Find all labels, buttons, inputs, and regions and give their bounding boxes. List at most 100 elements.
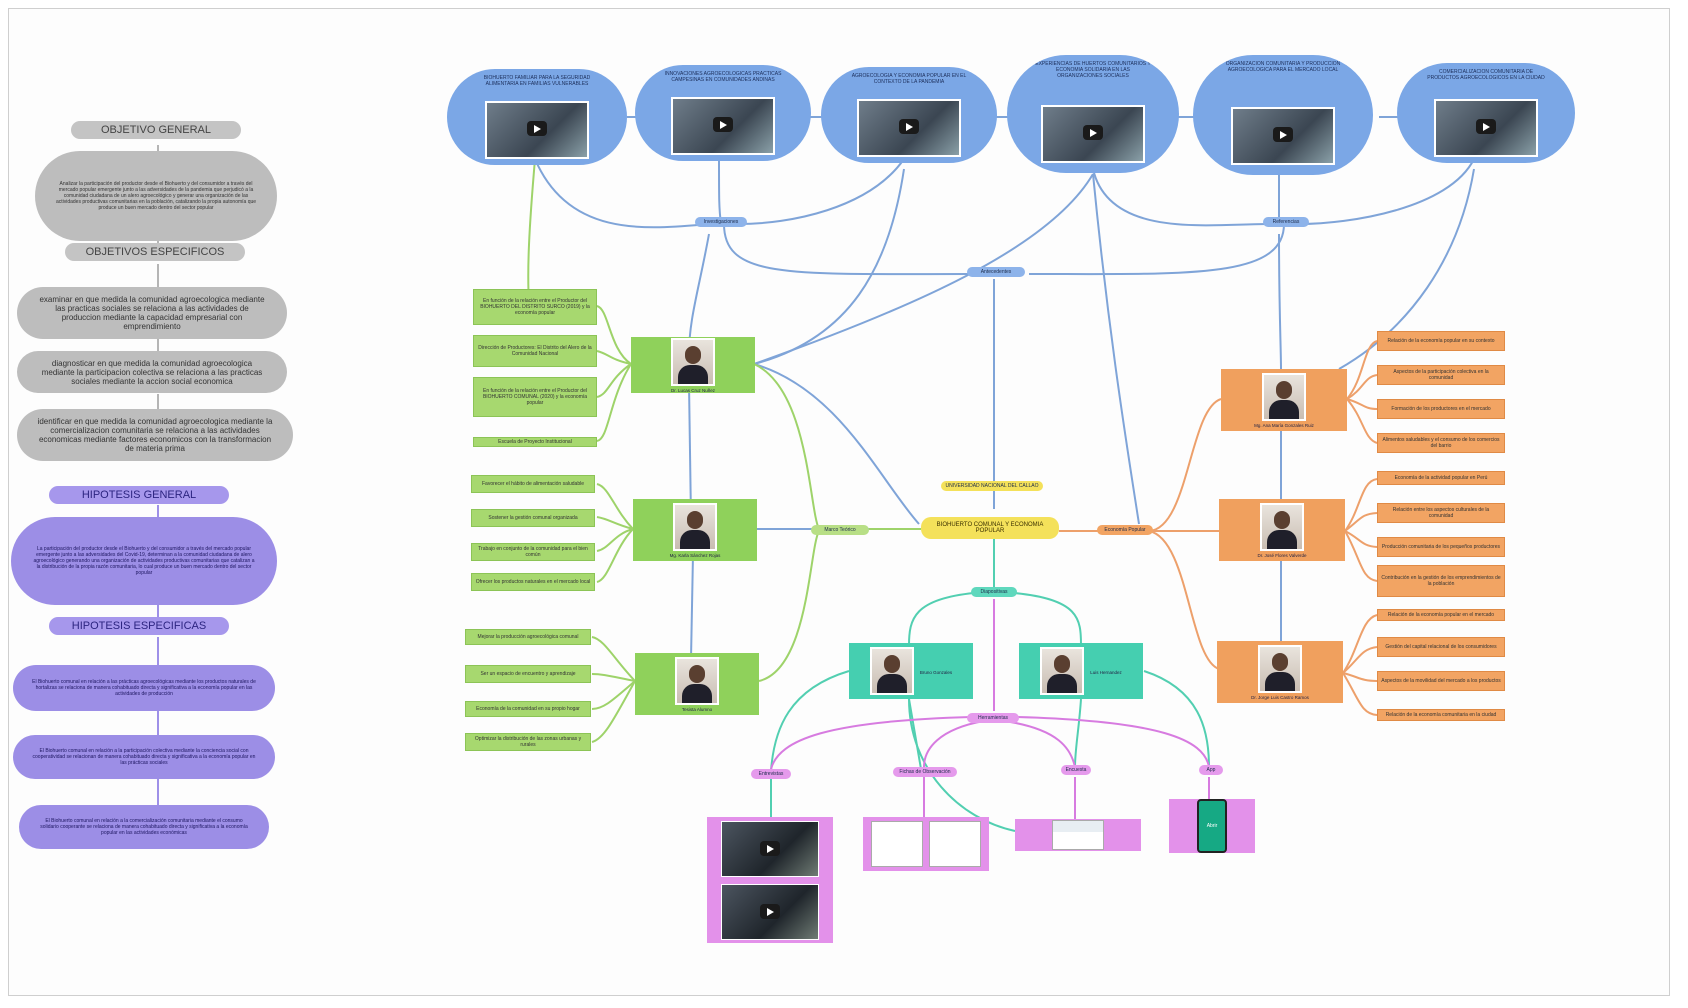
video-thumbnail[interactable] bbox=[857, 99, 961, 157]
note-green-2-2[interactable]: Sostener la gestión comunal organizada bbox=[471, 509, 595, 527]
video-node-2[interactable]: INNOVACIONES AGROECOLOGICAS PRACTICAS CA… bbox=[635, 65, 811, 161]
note-orange-2-3[interactable]: Producción comunitaria de los pequeños p… bbox=[1377, 537, 1505, 557]
person-name: Bruno Gonzales bbox=[919, 669, 953, 675]
hipotesis-especifica-2[interactable]: El Biohuerto comunal en relación a la pa… bbox=[13, 735, 275, 779]
observation-sheets-card[interactable] bbox=[863, 817, 989, 871]
hipotesis-general-text[interactable]: La participación del productor desde el … bbox=[11, 517, 277, 605]
hipotesis-especifica-3[interactable]: El Biohuerto comunal en relación a la co… bbox=[19, 805, 269, 849]
survey-card[interactable] bbox=[1015, 819, 1141, 851]
objetivo-general-title[interactable]: OBJETIVO GENERAL bbox=[71, 121, 241, 139]
objetivo-especifico-1[interactable]: examinar en que medida la comunidad agro… bbox=[17, 287, 287, 339]
person-card-teal-2[interactable]: Luis Hernandez bbox=[1019, 643, 1143, 699]
video-thumbnail[interactable] bbox=[1231, 107, 1335, 165]
note-green-1-3[interactable]: En función de la relación entre el Produ… bbox=[473, 377, 597, 417]
note-green-2-4[interactable]: Ofrecer los productos naturales en el me… bbox=[471, 573, 595, 591]
objetivos-especificos-title[interactable]: OBJETIVOS ESPECIFICOS bbox=[65, 243, 245, 261]
link-label-teal[interactable]: Diapositivas bbox=[971, 587, 1017, 597]
play-icon[interactable] bbox=[899, 119, 919, 134]
person-photo bbox=[1260, 502, 1304, 551]
tool-label-fichas[interactable]: Fichas de Observación bbox=[893, 767, 957, 777]
person-card-green-1[interactable]: Dr. Lucas Cruz Nuñez bbox=[631, 337, 755, 393]
note-green-1-1[interactable]: En función de la relación entre el Produ… bbox=[473, 289, 597, 325]
person-name: Tesista Alumno bbox=[681, 706, 713, 712]
play-icon[interactable] bbox=[760, 903, 780, 919]
objetivo-especifico-2[interactable]: diagnosticar en que medida la comunidad … bbox=[17, 351, 287, 393]
link-label-orange[interactable]: Economía Popular bbox=[1097, 525, 1153, 535]
person-name: Luis Hernandez bbox=[1090, 669, 1122, 675]
note-green-1-4[interactable]: Escuela de Proyecto Institucional bbox=[473, 437, 597, 447]
person-card-green-2[interactable]: Mg. Karla Sánchez Rojas bbox=[633, 499, 757, 561]
person-card-green-3[interactable]: Tesista Alumno bbox=[635, 653, 759, 715]
note-orange-2-4[interactable]: Contribución en la gestión de los empren… bbox=[1377, 565, 1505, 597]
video-thumbnail[interactable] bbox=[1041, 105, 1145, 163]
person-photo bbox=[869, 647, 914, 695]
person-card-teal-1[interactable]: Bruno Gonzales bbox=[849, 643, 973, 699]
note-orange-3-3[interactable]: Aspectos de la movilidad del mercado a l… bbox=[1377, 671, 1505, 691]
note-orange-1-3[interactable]: Formación de los productores en el merca… bbox=[1377, 399, 1505, 419]
person-card-orange-3[interactable]: Dr. Jorge Luis Castro Ramos bbox=[1217, 641, 1343, 703]
link-label-left-hub[interactable]: Investigaciones bbox=[695, 217, 747, 227]
person-name: Dr. José Flores Valverde bbox=[1257, 552, 1307, 558]
video-node-3[interactable]: AGROECOLOGIA Y ECONOMIA POPULAR EN EL CO… bbox=[821, 67, 997, 163]
video-node-5[interactable]: ORGANIZACION COMUNITARIA Y PRODUCCION AG… bbox=[1193, 55, 1373, 175]
link-label-center-hub[interactable]: Antecedentes bbox=[967, 267, 1025, 277]
video-caption: BIOHUERTO FAMILIAR PARA LA SEGURIDAD ALI… bbox=[483, 75, 591, 87]
video-node-4[interactable]: EXPERIENCIAS DE HUERTOS COMUNITARIOS Y E… bbox=[1007, 55, 1179, 173]
video-thumbnail[interactable] bbox=[671, 97, 775, 155]
central-topic[interactable]: BIOHUERTO COMUNAL Y ECONOMIA POPULAR bbox=[921, 517, 1059, 539]
center-subtitle[interactable]: UNIVERSIDAD NACIONAL DEL CALLAO bbox=[941, 481, 1043, 491]
note-orange-1-1[interactable]: Relación de la economía popular en su co… bbox=[1377, 331, 1505, 351]
document-page-image bbox=[929, 821, 981, 867]
video-thumbnail[interactable] bbox=[1434, 99, 1538, 157]
phone-mockup-icon: Abrir bbox=[1197, 799, 1227, 853]
note-green-2-3[interactable]: Trabajo en conjunto de la comunidad para… bbox=[471, 543, 595, 561]
video-thumbnail[interactable] bbox=[721, 820, 819, 877]
person-card-orange-1[interactable]: Mg. Ana María Gonzales Ruiz bbox=[1221, 369, 1347, 431]
note-orange-3-2[interactable]: Gestión del capital relacional de los co… bbox=[1377, 637, 1505, 657]
app-card[interactable]: Abrir bbox=[1169, 799, 1255, 853]
play-icon[interactable] bbox=[1083, 125, 1103, 140]
tool-label-app[interactable]: App bbox=[1199, 765, 1223, 775]
note-green-2-1[interactable]: Favorecer el hábito de alimentación salu… bbox=[471, 475, 595, 493]
person-photo bbox=[1258, 644, 1302, 693]
hipotesis-general-title[interactable]: HIPOTESIS GENERAL bbox=[49, 486, 229, 504]
hipotesis-especificas-title[interactable]: HIPOTESIS ESPECIFICAS bbox=[49, 617, 229, 635]
note-orange-3-4[interactable]: Relación de la economía comunitaria en l… bbox=[1377, 709, 1505, 721]
person-photo bbox=[675, 656, 719, 705]
play-icon[interactable] bbox=[713, 117, 733, 132]
person-name: Mg. Ana María Gonzales Ruiz bbox=[1254, 422, 1314, 428]
note-orange-1-2[interactable]: Aspectos de la participación colectiva e… bbox=[1377, 365, 1505, 385]
interview-videos-card[interactable] bbox=[707, 817, 833, 943]
play-icon[interactable] bbox=[760, 840, 780, 856]
tool-label-entrevistas[interactable]: Entrevistas bbox=[751, 769, 791, 779]
note-green-3-2[interactable]: Ser un espacio de encuentro y aprendizaj… bbox=[465, 665, 591, 683]
note-green-1-2[interactable]: Dirección de Productores: El Distrito de… bbox=[473, 335, 597, 367]
play-icon[interactable] bbox=[527, 121, 547, 136]
video-thumbnail[interactable] bbox=[721, 883, 819, 940]
objetivo-especifico-3[interactable]: identificar en que medida la comunidad a… bbox=[17, 409, 293, 461]
note-green-3-1[interactable]: Mejorar la producción agroecológica comu… bbox=[465, 629, 591, 645]
note-green-3-3[interactable]: Economía de la comunidad en su propio ho… bbox=[465, 701, 591, 717]
video-node-6[interactable]: COMERCIALIZACION COMUNITARIA DE PRODUCTO… bbox=[1397, 63, 1575, 163]
survey-form-image bbox=[1052, 820, 1104, 850]
link-label-pink[interactable]: Herramientas bbox=[967, 713, 1019, 723]
note-orange-2-1[interactable]: Economía de la actividad popular en Perú bbox=[1377, 471, 1505, 485]
objetivo-general-text[interactable]: Analizar la participación del productor … bbox=[35, 151, 277, 241]
link-label-right-hub[interactable]: Referencias bbox=[1263, 217, 1309, 227]
person-photo bbox=[1262, 372, 1306, 421]
connector-lines bbox=[157, 116, 1475, 832]
person-card-orange-2[interactable]: Dr. José Flores Valverde bbox=[1219, 499, 1345, 561]
hipotesis-especifica-1[interactable]: El Biohuerto comunal en relación a las p… bbox=[13, 665, 275, 711]
play-icon[interactable] bbox=[1476, 119, 1496, 134]
document-page-image bbox=[871, 821, 923, 867]
video-node-1[interactable]: BIOHUERTO FAMILIAR PARA LA SEGURIDAD ALI… bbox=[447, 69, 627, 165]
person-photo bbox=[1040, 647, 1085, 695]
note-orange-1-4[interactable]: Alimentos saludables y el consumo de los… bbox=[1377, 433, 1505, 453]
play-icon[interactable] bbox=[1273, 127, 1293, 142]
note-green-3-4[interactable]: Optimizar la distribución de las zonas u… bbox=[465, 733, 591, 751]
note-orange-2-2[interactable]: Relación entre los aspectos culturales d… bbox=[1377, 503, 1505, 523]
note-orange-3-1[interactable]: Relación de la economía popular en el me… bbox=[1377, 609, 1505, 621]
link-label-green[interactable]: Marco Teórico bbox=[811, 525, 869, 535]
video-thumbnail[interactable] bbox=[485, 101, 589, 159]
tool-label-encuesta[interactable]: Encuesta bbox=[1061, 765, 1091, 775]
